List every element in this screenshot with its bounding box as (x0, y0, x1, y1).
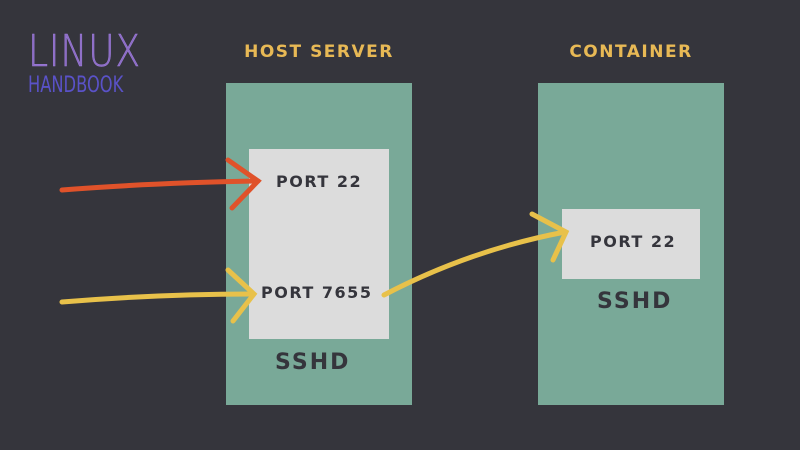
logo-word-linux: LINUX (28, 26, 141, 77)
yellow-arrow-forward-icon (381, 211, 570, 298)
host-server-title: HOST SERVER (244, 42, 394, 62)
host-port-7655-label: PORT 7655 (261, 283, 373, 302)
container-title: CONTAINER (569, 42, 693, 62)
host-port-box (249, 149, 389, 339)
container-sshd-label: SSHD (597, 289, 673, 314)
container-port-box (562, 209, 700, 279)
host-sshd-label: SSHD (275, 350, 351, 375)
linux-handbook-logo: LINUX HANDBOOK (28, 26, 141, 104)
logo-word-handbook: HANDBOOK (28, 73, 124, 98)
host-port-22-label: PORT 22 (276, 172, 363, 191)
container-port-22-label: PORT 22 (590, 232, 677, 251)
red-arrow-icon (59, 157, 262, 211)
yellow-arrow-in-icon (59, 267, 258, 324)
